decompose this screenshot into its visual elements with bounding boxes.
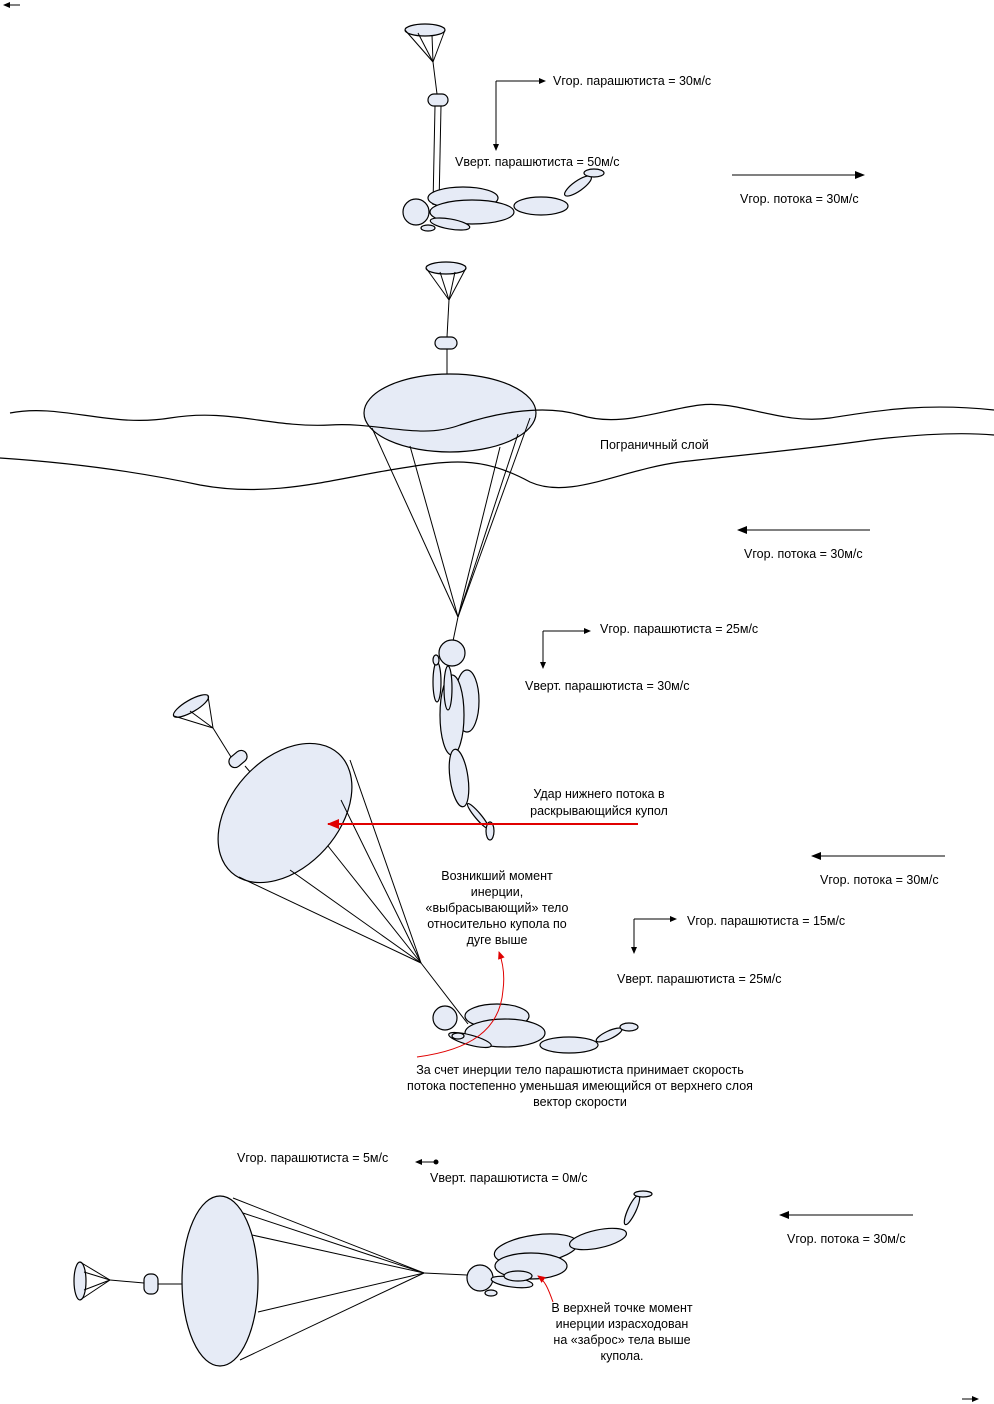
top-label-line4: купола.	[600, 1349, 643, 1363]
pilot-chute-icon	[172, 694, 214, 729]
suspension-lines	[232, 1197, 425, 1361]
s3-velocity-vectors	[631, 916, 677, 954]
canopy-side-view	[181, 1195, 259, 1367]
s4-v-vert-para-label: Vверт. парашютиста = 0м/с	[430, 1171, 588, 1185]
scene-4-top-point: Vгор. парашютиста = 5м/с Vверт. парашюти…	[73, 1151, 913, 1367]
s1-v-vert-para-label: Vверт. парашютиста = 50м/с	[455, 155, 619, 169]
s1-v-hor-para-label: Vгор. парашютиста = 30м/с	[553, 74, 711, 88]
deployment-bag-icon	[427, 93, 449, 107]
boundary-upper-wave	[9, 403, 994, 432]
top-label-line3: на «заброс» тела выше	[553, 1333, 690, 1347]
canopy-tilted	[217, 742, 353, 884]
s2-v-hor-para-label: Vгор. парашютиста = 25м/с	[600, 622, 758, 636]
pilot-chute-icon	[404, 23, 446, 63]
impact-label-line2: раскрывающийся купол	[530, 804, 668, 818]
s2-v-hor-flow-label: Vгор. потока = 30м/с	[744, 547, 863, 561]
s1-velocity-vectors	[493, 78, 546, 151]
s2-velocity-vectors	[540, 628, 591, 669]
s1-v-hor-flow-label: Vгор. потока = 30м/с	[740, 192, 859, 206]
inertia-label-line2: потока постепенно уменьшая имеющийся от …	[407, 1079, 753, 1093]
pilot-chute-icon	[425, 261, 467, 301]
moment-label-line2: инерции,	[471, 885, 523, 899]
moment-arc-arrow	[416, 951, 505, 1058]
s4-v-hor-flow-label: Vгор. потока = 30м/с	[787, 1232, 906, 1246]
boundary-lower-wave	[0, 433, 994, 491]
canopy-opening	[363, 373, 537, 453]
impact-label-line1: Удар нижнего потока в	[533, 787, 665, 801]
s4-v-hor-para-label: Vгор. парашютиста = 5м/с	[237, 1151, 388, 1165]
scene-3-impact: Удар нижнего потока в раскрывающийся куп…	[172, 694, 945, 1109]
deployment-bag-icon	[228, 749, 248, 769]
boundary-layer-label: Пограничный слой	[600, 438, 709, 452]
s3-v-vert-para-label: Vверт. парашютиста = 25м/с	[617, 972, 781, 986]
inertia-label-line1: За счет инерции тело парашютиста принима…	[416, 1063, 744, 1077]
bridle-line	[432, 61, 438, 95]
moment-label-line4: относительно купола по	[427, 917, 567, 931]
scene-1-freefall: Vгор. парашютиста = 30м/с Vверт. парашют…	[402, 23, 865, 232]
s3-v-hor-flow-label: Vгор. потока = 30м/с	[820, 873, 939, 887]
s3-v-hor-para-label: Vгор. парашютиста = 15м/с	[687, 914, 845, 928]
moment-label-line5: дуге выше	[467, 933, 528, 947]
skydiver-horizontal-figure	[466, 1190, 653, 1297]
s4-small-vector	[415, 1159, 439, 1165]
suspension-lines	[371, 417, 531, 618]
scene-2-opening: Пограничный слой Vгор. потока = 30м/с	[0, 261, 994, 841]
skydiver-vertical-figure	[432, 639, 495, 841]
moment-label-line1: Возникший момент	[441, 869, 553, 883]
top-label-line2: инерции израсходован	[556, 1317, 689, 1331]
deployment-bag-icon	[143, 1273, 159, 1295]
skydiver-horizontal-figure	[402, 168, 605, 232]
top-point-arrow	[537, 1275, 554, 1303]
skydiver-horizontal-figure	[432, 1003, 639, 1054]
pilot-chute-icon	[73, 1261, 111, 1301]
top-label-line1: В верхней точке момент	[551, 1301, 692, 1315]
suspension-lines	[238, 759, 422, 964]
s2-v-vert-para-label: Vверт. парашютиста = 30м/с	[525, 679, 689, 693]
moment-label-line3: «выбрасывающий» тело	[426, 901, 569, 915]
deployment-bag-icon	[434, 336, 458, 350]
inertia-label-line3: вектор скорости	[533, 1095, 627, 1109]
